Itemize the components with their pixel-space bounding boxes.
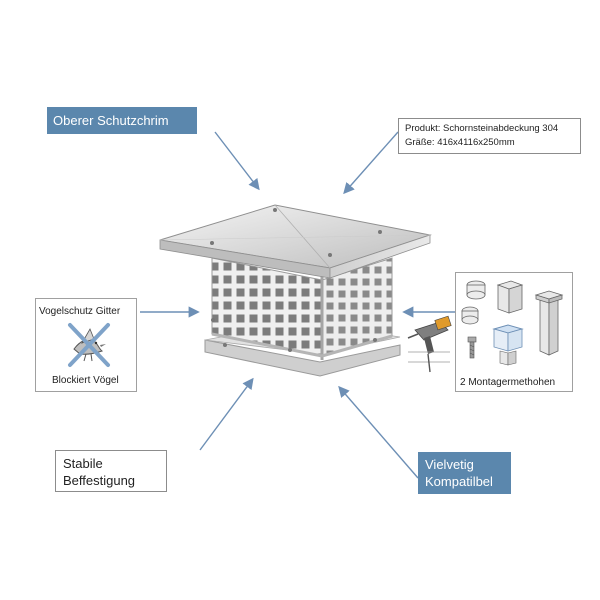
arrow-top-cover [214, 131, 260, 191]
product-info-box: Produkt: Schornsteinabdeckung 304 Gräße:… [398, 118, 581, 154]
product-line: Produkt: Schornsteinabdeckung 304 [405, 123, 559, 134]
arrow-stable [199, 377, 254, 451]
mount-methods-graphic [461, 280, 564, 366]
compat-line2: Kompatilbel [425, 474, 493, 489]
compat-label: Vielvetig Kompatilbel [418, 452, 511, 494]
bird-guard-title: Vogelschutz Gitter [39, 306, 121, 317]
collar-adapter-icon [492, 324, 524, 366]
mount-methods-box: 2 Montagermethohen [455, 272, 573, 392]
mount-methods-caption: 2 Montagermethohen [460, 377, 556, 388]
arrow-compat [338, 385, 419, 479]
bird-guard-box: Vogelschutz Gitter Blockiert Vögel [35, 298, 137, 392]
callout-arrows [140, 131, 455, 479]
arrow-product [343, 131, 399, 195]
top-cover-text: Oberer Schutzchrim [53, 113, 169, 128]
square-adapter-icon [496, 280, 524, 314]
chimney-cap [159, 204, 432, 377]
size-line: Gräße: 416x4116x250mm [405, 137, 515, 148]
stable-line2: Beffestigung [63, 473, 136, 488]
stable-box: Stabile Beffestigung [55, 450, 167, 492]
stable-line1: Stabile [63, 456, 103, 471]
screw-icon [467, 336, 477, 359]
bird-cross-graphic [68, 323, 110, 367]
drill-icon [407, 315, 452, 373]
round-adapter-icon [461, 280, 486, 325]
cross-icon [68, 323, 110, 367]
tall-chimney-icon [534, 290, 564, 356]
base-flange [204, 339, 401, 377]
compat-line1: Vielvetig [425, 457, 474, 472]
bird-guard-caption: Blockiert Vögel [52, 375, 119, 386]
top-cover-label: Oberer Schutzchrim [47, 107, 197, 134]
